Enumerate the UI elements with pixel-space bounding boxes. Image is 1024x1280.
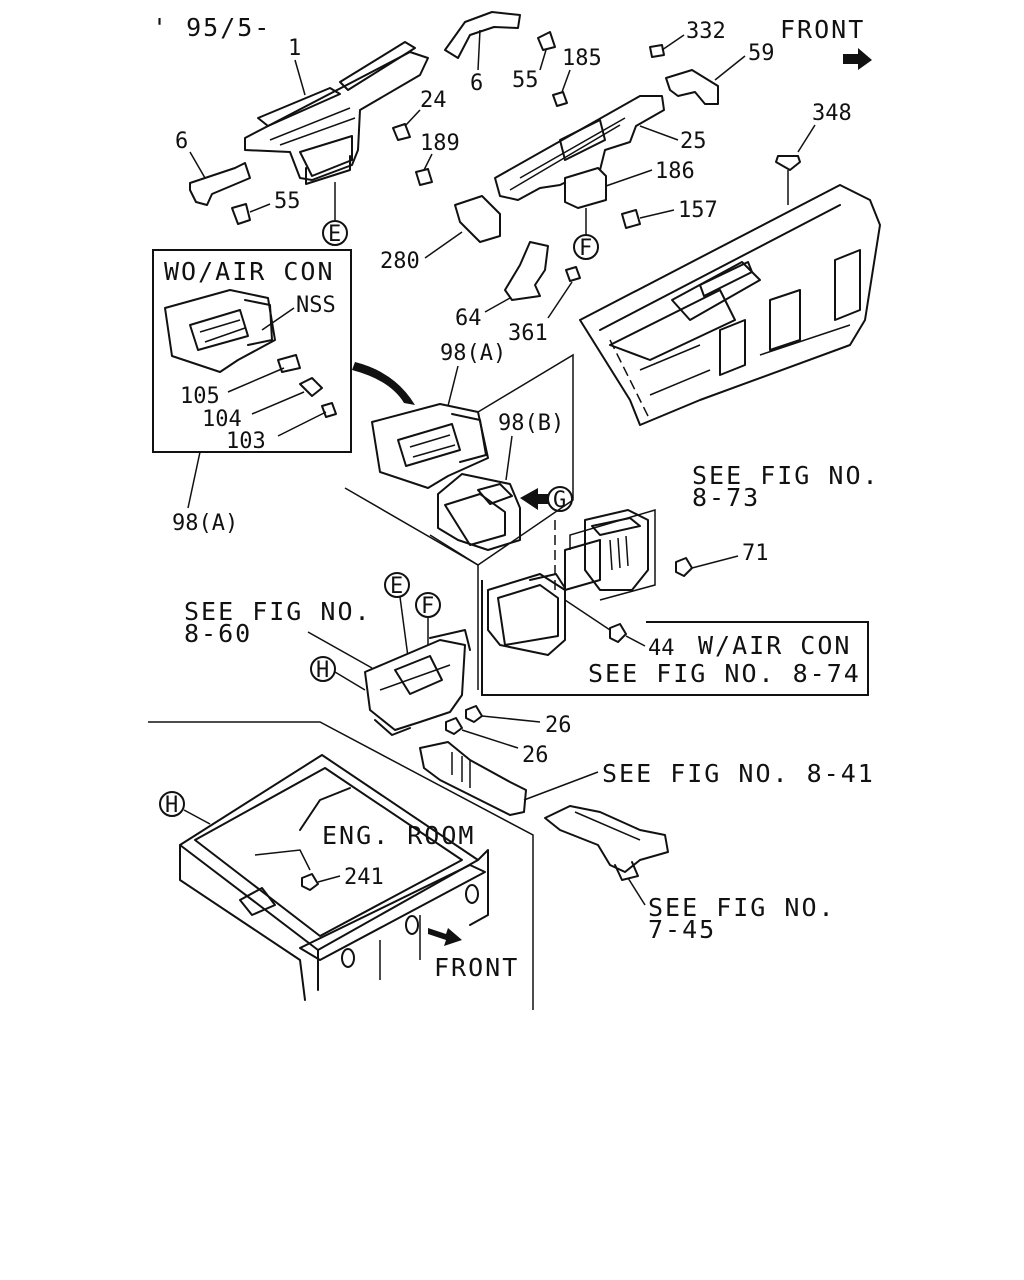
front-arrow-bottom-icon xyxy=(428,928,462,946)
screw-185-icon xyxy=(552,91,568,107)
callout-1: 1 xyxy=(288,36,301,61)
callout-64: 64 xyxy=(455,306,482,331)
front-arrow-icon xyxy=(843,48,872,70)
callout-332: 332 xyxy=(686,19,726,44)
callout-98a-top: 98(A) xyxy=(440,341,506,366)
inset-104: 104 xyxy=(202,407,242,432)
nut-104-icon xyxy=(299,377,323,397)
callout-186: 186 xyxy=(655,159,695,184)
callout-157: 157 xyxy=(678,198,718,223)
screw-103-icon xyxy=(321,402,337,418)
ref-fig-7-45-line1: SEE FIG NO. xyxy=(648,893,836,922)
callout-6b: 6 xyxy=(470,71,483,96)
callout-185: 185 xyxy=(562,46,602,71)
nut-71-icon xyxy=(675,557,693,577)
ref-f-mid: F xyxy=(421,594,434,619)
date-code: ' 95/5- xyxy=(152,13,271,42)
callout-55a: 55 xyxy=(274,189,301,214)
nut-26-a-icon xyxy=(465,705,483,723)
ref-fig-8-60-line2: 8-60 xyxy=(184,619,252,648)
dashboard-panel xyxy=(579,184,881,426)
eng-room-label: ENG. ROOM xyxy=(322,821,475,850)
screw-24-icon xyxy=(392,123,411,141)
heater-duct-assembly xyxy=(364,629,471,736)
vent-part-98b xyxy=(437,473,521,551)
ref-fig-8-73-line1: SEE FIG NO. xyxy=(692,461,880,490)
duct-part-25 xyxy=(494,95,665,201)
inset-nss: NSS xyxy=(296,293,336,318)
front-label-top: FRONT xyxy=(780,15,865,44)
nut-241-icon xyxy=(301,873,319,891)
inset-105: 105 xyxy=(180,384,220,409)
screw-55-left-icon xyxy=(231,203,251,225)
ref-f-top: F xyxy=(579,236,592,261)
ref-circle-h-mid xyxy=(310,656,336,682)
ac-unit-8-73 xyxy=(564,509,649,591)
air-con-title: W/AIR CON xyxy=(698,631,851,660)
ref-h-bottom: H xyxy=(165,793,178,818)
arrow-g-icon xyxy=(520,488,548,510)
ref-e-top: E xyxy=(328,222,341,247)
callout-25: 25 xyxy=(680,129,707,154)
callout-26a: 26 xyxy=(545,713,572,738)
air-con-box xyxy=(481,580,869,696)
duct-part-64 xyxy=(504,241,549,301)
floor-duct xyxy=(419,741,527,816)
nut-44-icon xyxy=(609,623,627,643)
bracket-part-6-left xyxy=(189,162,251,206)
ref-fig-8-73-line2: 8-73 xyxy=(692,483,760,512)
rear-duct xyxy=(544,805,669,881)
inset-title: WO/AIR CON xyxy=(164,257,335,286)
inset-103: 103 xyxy=(226,429,266,454)
nut-26-b-icon xyxy=(445,717,463,735)
callout-44: 44 xyxy=(648,636,675,661)
clip-348-icon xyxy=(775,155,801,171)
callout-189: 189 xyxy=(420,131,460,156)
ref-e-mid: E xyxy=(390,574,403,599)
screw-332-icon xyxy=(649,44,665,58)
callout-71: 71 xyxy=(742,541,769,566)
callout-241: 241 xyxy=(344,865,384,890)
callout-6a: 6 xyxy=(175,129,188,154)
front-label-bottom: FRONT xyxy=(434,953,519,982)
ac-blower-unit xyxy=(487,573,566,656)
vent-98a-inset xyxy=(164,289,276,373)
callout-26b: 26 xyxy=(522,743,549,768)
engine-room-frame xyxy=(179,754,489,1001)
ref-circle-e-mid xyxy=(384,572,410,598)
callout-98b: 98(B) xyxy=(498,411,564,436)
screw-189-icon xyxy=(415,168,433,186)
callout-98a-bottom: 98(A) xyxy=(172,511,238,536)
inset-box-wo-air-con xyxy=(152,249,352,453)
duct-part-1 xyxy=(244,41,429,185)
vent-part-98a xyxy=(371,403,489,489)
callout-361: 361 xyxy=(508,321,548,346)
bracket-part-6-right xyxy=(444,11,521,59)
screw-55-right-icon xyxy=(537,31,556,51)
curved-arrow-icon xyxy=(352,362,415,405)
connector-part-186 xyxy=(564,167,607,209)
screw-361-icon xyxy=(565,266,581,282)
screw-157-icon xyxy=(621,209,641,229)
ref-h-mid: H xyxy=(316,658,329,683)
callout-24: 24 xyxy=(420,88,447,113)
duct-part-59 xyxy=(665,69,719,105)
ref-circle-e-top xyxy=(322,220,348,246)
ref-fig-8-60-line1: SEE FIG NO. xyxy=(184,597,372,626)
ref-circle-f-top xyxy=(573,234,599,260)
callout-59: 59 xyxy=(748,41,775,66)
callout-55b: 55 xyxy=(512,68,539,93)
callout-280: 280 xyxy=(380,249,420,274)
duct-part-280 xyxy=(454,195,501,243)
air-con-see-fig: SEE FIG NO. 8-74 xyxy=(588,659,861,688)
callout-348: 348 xyxy=(812,101,852,126)
ref-fig-8-41: SEE FIG NO. 8-41 xyxy=(602,759,875,788)
ref-circle-h-bottom xyxy=(159,791,185,817)
ref-fig-7-45-line2: 7-45 xyxy=(648,915,716,944)
